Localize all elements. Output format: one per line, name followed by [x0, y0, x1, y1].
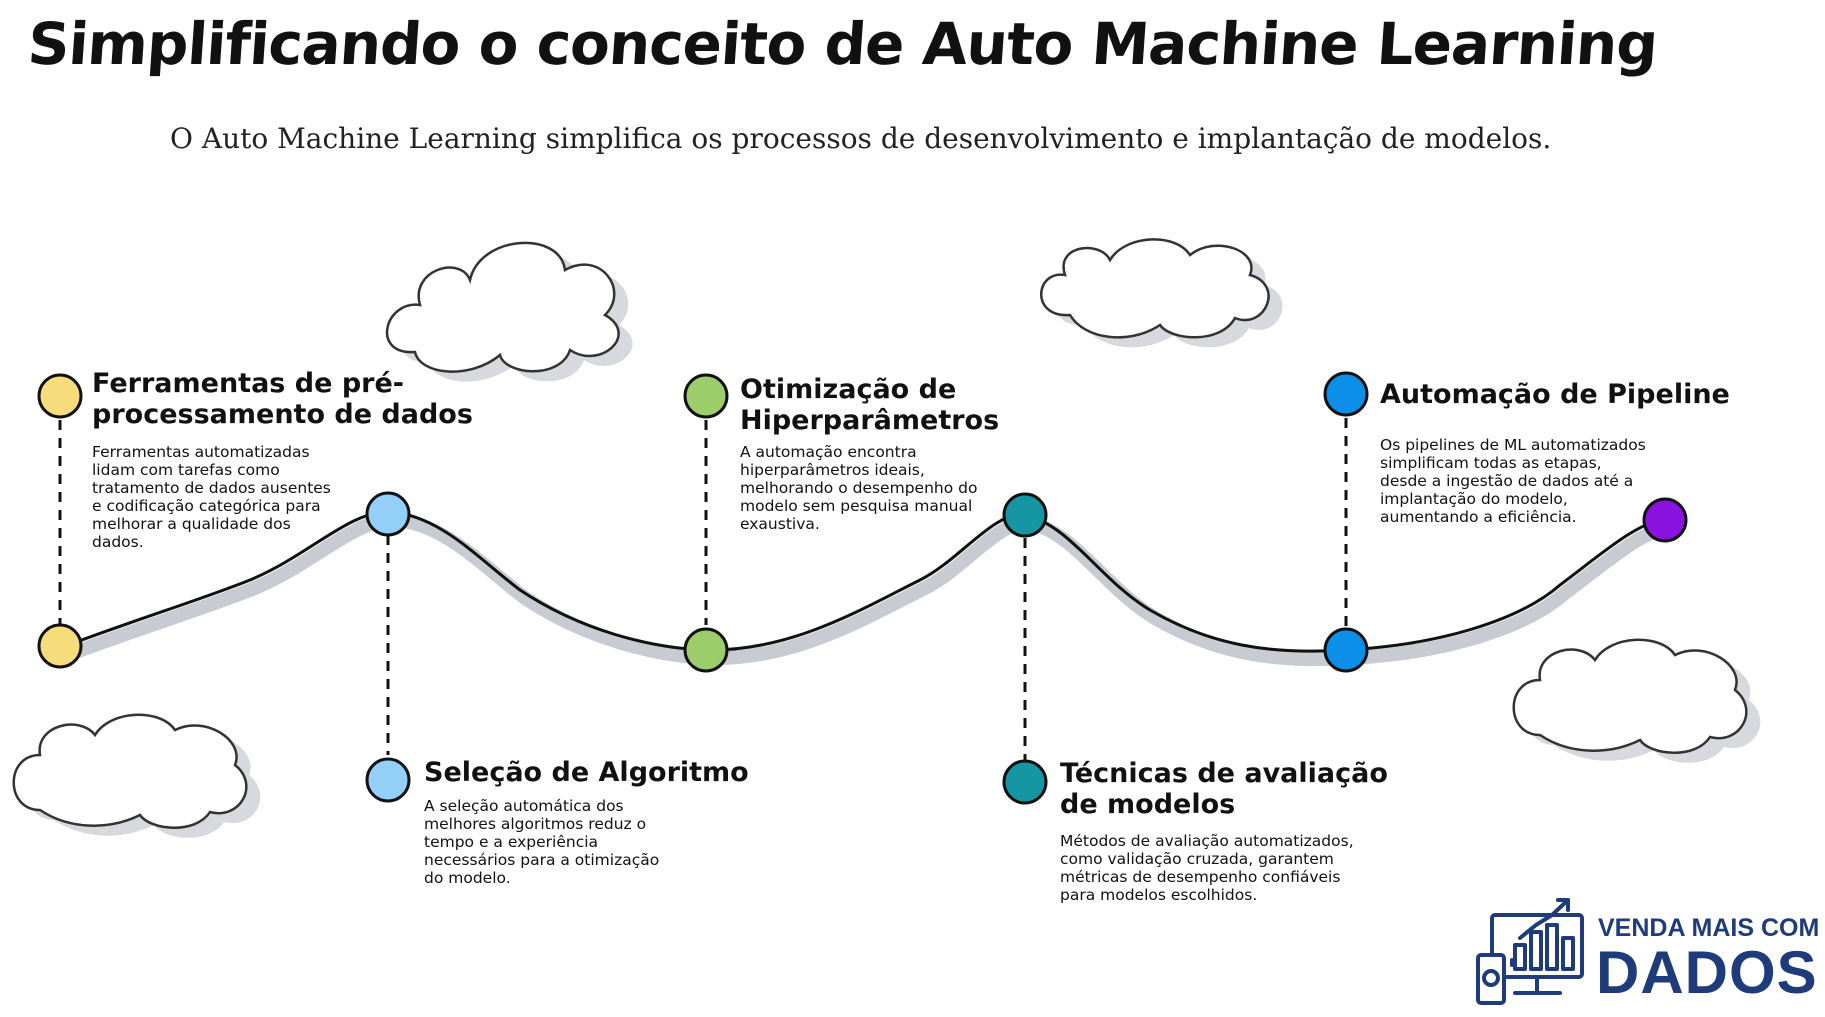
step-description-hyperparameters: A automação encontra hiperparâmetros ide…: [740, 443, 978, 533]
step-description-preprocessing: Ferramentas automatizadas lidam com tare…: [92, 443, 331, 551]
step-title-algorithm-selection: Seleção de Algoritmo: [424, 757, 749, 788]
logo-text-line1: VENDA MAIS COM: [1598, 914, 1820, 942]
step5-curve-node: [1323, 627, 1369, 673]
cloud-icon: [385, 241, 633, 382]
step-title-preprocessing: Ferramentas de pré- processamento de dad…: [92, 368, 473, 430]
step-title-hyperparameters: Otimização de Hiperparâmetros: [740, 374, 1000, 436]
step4-curve-node: [1002, 492, 1048, 538]
page-subtitle: O Auto Machine Learning simplifica os pr…: [170, 122, 1552, 155]
step1-top-node: [37, 373, 83, 419]
step3-top-node: [683, 373, 729, 419]
end-node: [1642, 497, 1688, 543]
logo-text-line2: DADOS: [1596, 939, 1818, 1006]
step2-bottom-node: [365, 757, 411, 803]
cloud-icon: [1040, 238, 1283, 348]
analytics-monitor-icon: [1476, 898, 1584, 1005]
cloud-icon: [1512, 638, 1761, 763]
step-description-algorithm-selection: A seleção automática dos melhores algori…: [424, 797, 660, 887]
step1-curve-node: [37, 623, 83, 669]
step3-curve-node: [683, 627, 729, 673]
step-title-model-evaluation: Técnicas de avaliação de modelos: [1060, 758, 1388, 820]
step-description-model-evaluation: Métodos de avaliação automatizados, como…: [1060, 832, 1354, 904]
step2-curve-node: [365, 491, 411, 537]
step-description-pipeline-automation: Os pipelines de ML automatizados simplif…: [1380, 436, 1646, 526]
timeline-curve: [58, 510, 1667, 653]
cloud-icon: [12, 713, 261, 838]
step5-top-node: [1323, 371, 1369, 417]
step4-bottom-node: [1002, 759, 1048, 805]
step-title-pipeline-automation: Automação de Pipeline: [1380, 379, 1730, 410]
